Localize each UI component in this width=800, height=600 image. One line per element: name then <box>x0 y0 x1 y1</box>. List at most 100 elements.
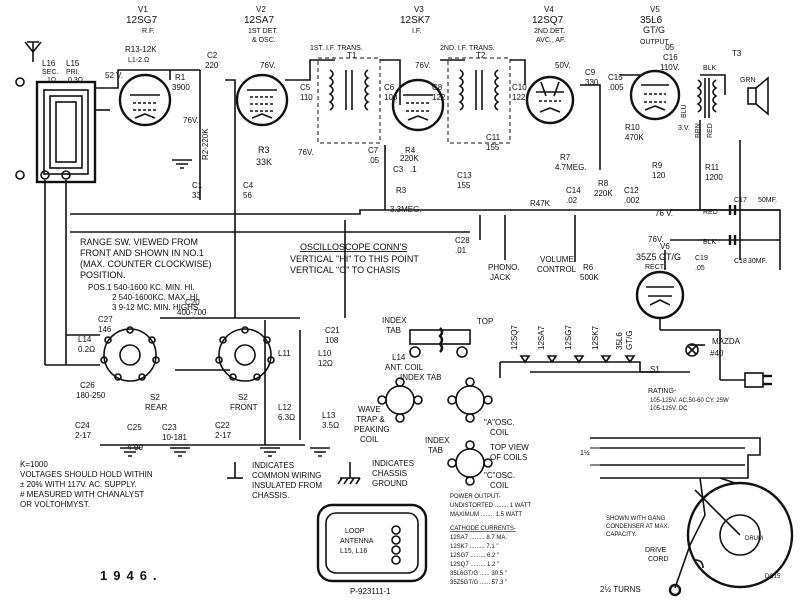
tube-v4 <box>525 75 575 125</box>
c26-label: C26 <box>80 381 95 390</box>
r3b-label: R3 <box>396 186 407 195</box>
v3-func: I.F. <box>412 28 421 35</box>
index-tab-3b: TAB <box>428 446 443 455</box>
c5-label: C5 <box>300 83 311 92</box>
r10-val: 470K <box>625 133 644 142</box>
a-osc-coil-icon <box>447 377 493 423</box>
if-transformer-t1 <box>317 57 381 144</box>
common-2: COMMON WIRING <box>252 471 321 480</box>
v5-id: V5 <box>650 5 660 14</box>
r11-val: 1200 <box>705 173 723 182</box>
r8-val: 220K <box>594 189 613 198</box>
cathode-title: CATHODE CURRENTS- <box>450 526 516 532</box>
ground-symbols <box>120 159 330 457</box>
wire-blk: BLK <box>703 65 717 72</box>
r3b-val: 3.3MEG. <box>390 205 422 214</box>
volt-76c: 76V. <box>415 61 431 70</box>
rating-label: RATING- <box>648 388 677 395</box>
l12-val: 6.3Ω <box>278 413 295 422</box>
index-tab-1: INDEX <box>382 316 407 325</box>
r13-label: R13-12K <box>125 45 157 54</box>
c25-label: C25 <box>127 423 142 432</box>
c11-label: C11 <box>486 133 501 142</box>
l16-label: L16 <box>42 59 56 68</box>
common-4: CHASSIS. <box>252 491 289 500</box>
volume-label: VOLUME <box>540 255 574 264</box>
r10-label: R10 <box>625 123 640 132</box>
range-sw-line3: (MAX. COUNTER CLOCKWISE) <box>80 259 212 269</box>
power-undist: UNDISTORTED ........ 1 WATT <box>450 503 531 509</box>
wave-trap-coil-icon <box>377 377 423 423</box>
range-sw-pos3: 3 9-12 MC. MIN. HIGHS <box>112 303 198 312</box>
heater-4: 12SK7 <box>591 325 600 350</box>
pilot-lamp-icon <box>685 343 699 357</box>
c19-label: C19 <box>695 255 708 262</box>
c22-label: C22 <box>215 421 230 430</box>
l15-label: L15 <box>66 59 80 68</box>
rating-line1: 105-125V. AC,50-60 CY, 25W <box>650 398 729 404</box>
index-tab-2: INDEX TAB <box>400 373 442 382</box>
a-osc-label: "A"OSC. <box>484 418 515 427</box>
l10-label: L10 <box>318 349 332 358</box>
c21-val: 108 <box>325 336 339 345</box>
note-v2: ± 20% WITH 117V. AC. SUPPLY. <box>20 480 137 489</box>
dial-dim: 1½ <box>580 449 590 457</box>
wire-blk2: BLK <box>703 239 717 246</box>
top-view-1: TOP VIEW <box>490 443 529 452</box>
c7-label: C7 <box>368 146 379 155</box>
common-wiring-symbol <box>227 462 243 479</box>
loop-line2: ANTENNA <box>340 538 374 545</box>
c8-val: 122 <box>432 93 446 102</box>
c13-val: 155 <box>457 181 471 190</box>
c7-val: .05 <box>368 156 380 165</box>
r11-label: R11 <box>705 163 720 172</box>
c10-label: C10 <box>512 83 527 92</box>
c4-val: 56 <box>243 191 252 200</box>
index-tab-1b: TAB <box>386 326 401 335</box>
c6-val: 100 <box>384 93 398 102</box>
c27-val: 146 <box>98 325 112 334</box>
v4-func: 2ND.DET. <box>534 28 565 35</box>
output-transformer-t3 <box>696 78 718 118</box>
c-osc-coil: COIL <box>490 481 509 490</box>
loop-antenna-box <box>316 503 428 583</box>
v4-func2: AVC., AF. <box>536 37 565 44</box>
drum-label: DRUM <box>745 536 763 542</box>
v6-func: RECT. <box>645 264 665 271</box>
v3-type: 12SK7 <box>400 15 430 26</box>
c1-val: 33 <box>192 191 201 200</box>
v2-type: 12SA7 <box>244 15 274 26</box>
c16-val: .05 <box>663 43 675 52</box>
r4-val: 220K <box>400 154 419 163</box>
volt-110: 110V. <box>660 63 680 72</box>
rating-line2: 105-125V. DC <box>650 406 688 412</box>
note-v4: OR VOLTOHMYST. <box>20 500 90 509</box>
heater-6: GT/G <box>625 330 634 350</box>
l12-label: L12 <box>278 403 292 412</box>
dial-code: DC15 <box>765 574 781 580</box>
c8-label: C8 <box>432 83 443 92</box>
chassis-ground-symbol <box>337 462 361 485</box>
volt-76d: 76V. <box>298 148 314 157</box>
note-v3: # MEASURED WITH CHANALYST <box>20 490 144 499</box>
tube-v1 <box>118 73 172 127</box>
cathode-5: 35L6GT/G ...... 30.5 " <box>450 571 507 577</box>
r9-val: 120 <box>652 171 666 180</box>
s2-rear-label: S2 <box>150 393 160 402</box>
v1-type: 12SG7 <box>126 15 158 26</box>
volt-3: 3.V. <box>678 125 690 132</box>
v5-type2: GT/G <box>643 25 665 35</box>
c3-label: C3 <box>393 165 404 174</box>
dial-cord-drawing <box>590 437 794 597</box>
dial-shown-1: SHOWN WITH GANG <box>606 516 666 522</box>
v4-id: V4 <box>544 5 554 14</box>
r3-val: 33K <box>256 157 272 167</box>
l13-label: L13 <box>322 411 336 420</box>
t1-title: 1ST. I.F. TRANS. <box>310 45 363 52</box>
l14-val: 0.2Ω <box>78 345 95 354</box>
year-label: 1946. <box>100 568 163 583</box>
r7-val: 4.7MEG. <box>555 163 587 172</box>
c12-label: C12 <box>624 186 639 195</box>
v1-func: R.F. <box>142 28 155 35</box>
c10-val: 122 <box>512 93 526 102</box>
